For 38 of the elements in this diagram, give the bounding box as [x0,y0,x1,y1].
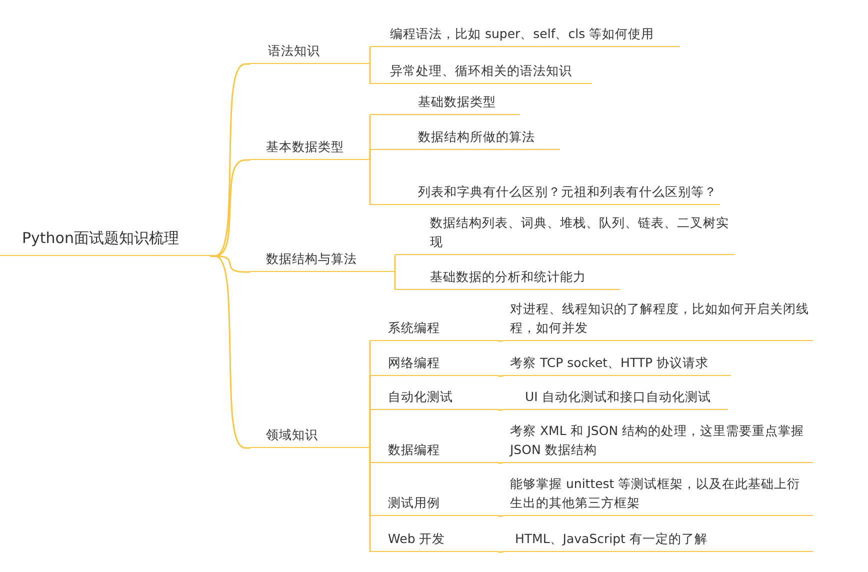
topic-label: 测试用例 [370,492,498,516]
topic-label: 领域知识 [250,424,370,448]
branch-line [498,340,503,342]
topic-label: 数据结构所做的算法 [370,126,560,150]
topic-label: 基本数据类型 [250,136,370,160]
topic-label: 数据结构列表、词典、堆栈、队列、链表、二叉树实现 [395,211,735,255]
topic-label: 语法知识 [250,40,370,64]
topic-label: HTML、JavaScript 有一定的了解 [503,528,813,552]
branch-line [369,159,371,206]
branch-line [369,46,371,65]
topic-label: 数据结构与算法 [250,248,395,272]
topic-label: 网络编程 [370,352,498,376]
topic-label: 基础数据的分析和统计能力 [395,266,620,290]
topic-label: 能够掌握 unittest 等测试框架，以及在此基础上衍生出的其他第三方框架 [503,472,813,516]
topic-label: UI 自动化测试和接口自动化测试 [503,386,728,410]
branch-line [498,409,503,411]
branch-line [369,447,371,553]
topic-label: 编程语法，比如 super、self、cls 等如何使用 [370,23,680,47]
branch-line [498,462,503,464]
topic-label: 自动化测试 [370,386,498,410]
branch-line [498,375,503,377]
topic-label: 异常处理、循环相关的语法知识 [370,60,592,84]
topic-label: 考察 XML 和 JSON 结构的处理，这里需要重点掌握 JSON 数据结构 [503,419,813,463]
topic-label: 系统编程 [370,317,498,341]
topic-label: 数据编程 [370,439,498,463]
topic-label: 考察 TCP socket、HTTP 协议请求 [503,352,731,376]
branch-line [394,254,396,273]
topic-label: 列表和字典有什么区别？元祖和列表有什么区别等？ [370,161,720,205]
topic-label: Web 开发 [370,528,498,552]
branch-line [369,149,371,161]
branch-line [498,551,503,553]
topic-label: 对进程、线程知识的了解程度，比如如何开启关闭线程，如何并发 [503,297,813,341]
branch-line [369,409,371,449]
branch-line [394,271,396,291]
root-topic: Python面试题知识梳理 [0,226,210,256]
branch-line [498,515,503,517]
branch-line [369,63,371,85]
topic-label: 基础数据类型 [370,91,520,115]
